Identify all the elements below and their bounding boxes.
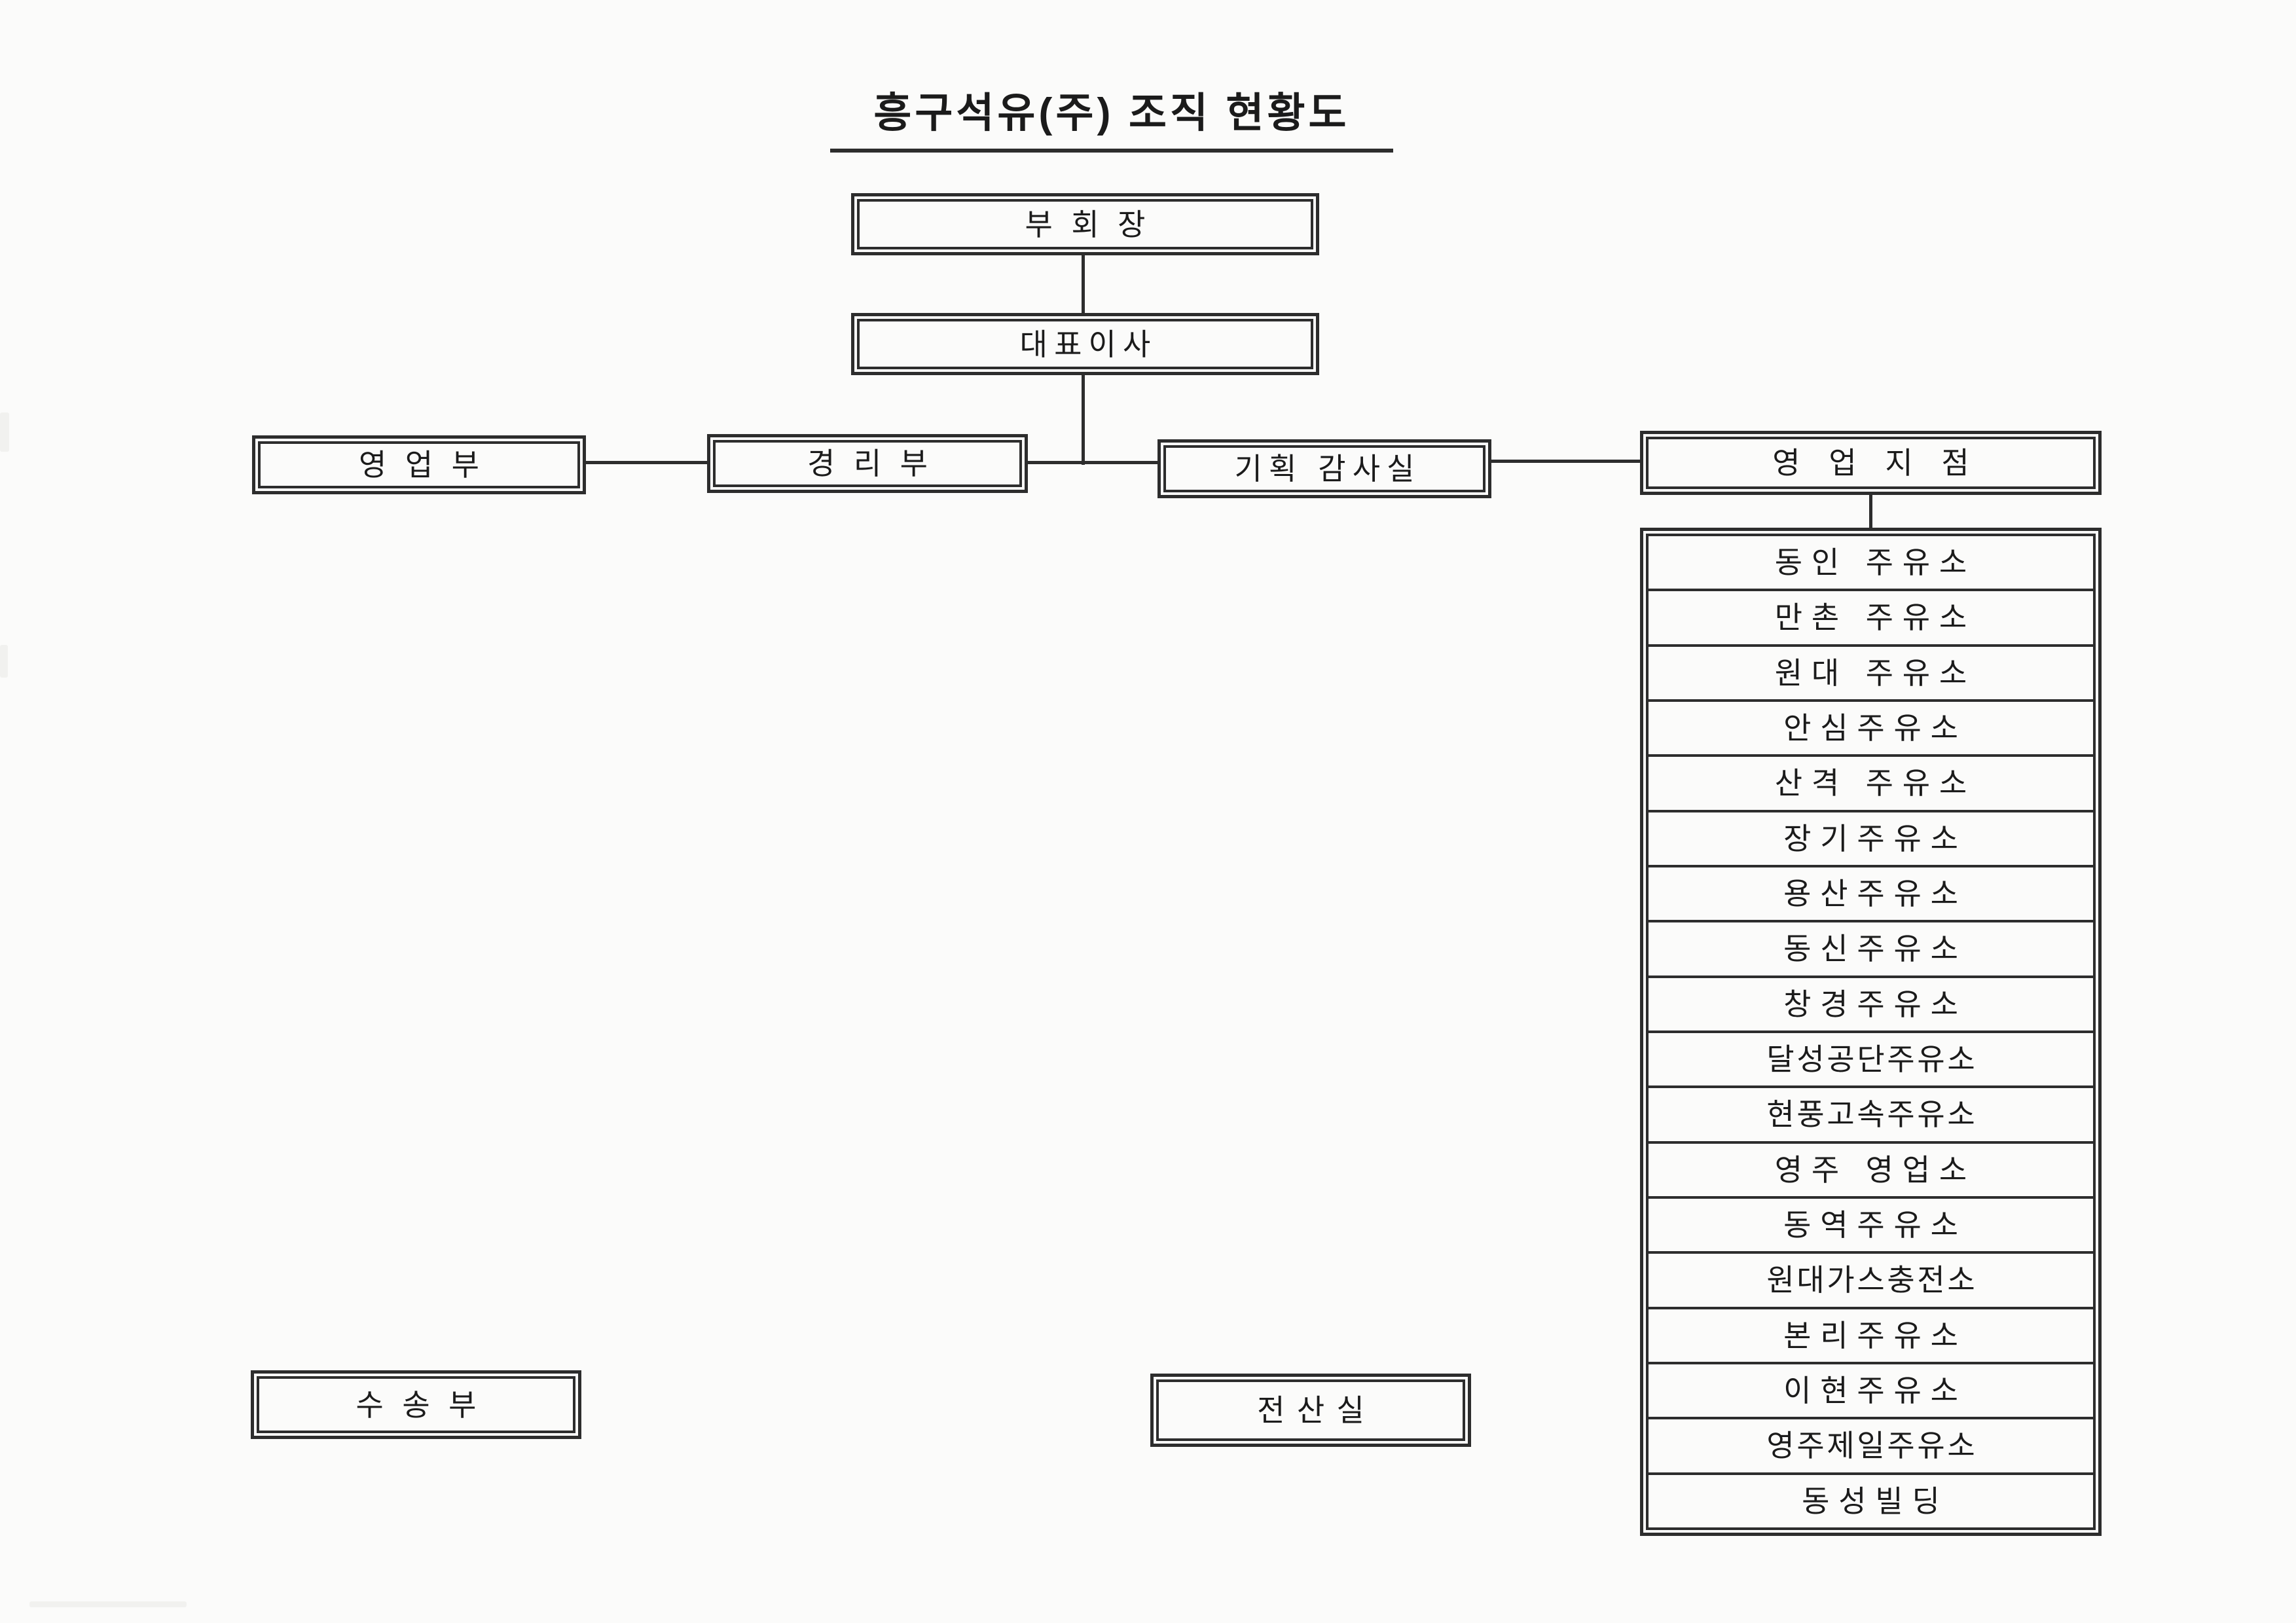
- connector-ceo-dept-row: [1082, 375, 1085, 465]
- branch-list-item: 동인 주유소: [1774, 545, 1976, 580]
- branch-list-item: 동역주유소: [1649, 1195, 2093, 1251]
- node-dept-branch-offices: 영업지점: [1640, 431, 2102, 495]
- connector-accounting-audit: [1027, 461, 1159, 464]
- branch-list-item: 산격 주유소: [1649, 754, 2093, 809]
- branch-list-item: 안심주유소: [1649, 699, 2093, 754]
- branch-list-item: 창경주유소: [1649, 975, 2093, 1030]
- node-dept-branch-offices-label: 영업지점: [1772, 446, 1998, 480]
- branch-list-item: 동신주유소: [1649, 920, 2093, 975]
- node-dept-sales: 영업부: [252, 435, 586, 494]
- branch-list-item: 현풍고속주유소: [1649, 1085, 2093, 1140]
- scan-smudge: [0, 645, 8, 678]
- branch-list-item: 장기주유소: [1649, 809, 2093, 865]
- node-dept-transport-label: 수송부: [355, 1387, 496, 1422]
- branch-list-item: 본리주유소: [1649, 1306, 2093, 1362]
- node-dept-accounting-label: 경리부: [807, 447, 947, 481]
- connector-branches-list: [1869, 495, 1872, 529]
- branch-list-item: 영주 영업소: [1649, 1140, 2093, 1196]
- branch-list: 동인 주유소 만촌 주유소 원대 주유소 안심주유소 산격 주유소 장기주유소 …: [1640, 528, 2102, 1536]
- branch-list-item: 영주제일주유소: [1649, 1417, 2093, 1472]
- node-dept-accounting: 경리부: [707, 434, 1028, 493]
- node-dept-computing-label: 전산실: [1257, 1393, 1377, 1427]
- node-vice-chairman: 부회장: [851, 193, 1319, 255]
- scan-smudge: [29, 1601, 187, 1607]
- branch-list-item: 이현주유소: [1649, 1361, 2093, 1417]
- connector-vice-chairman-ceo: [1082, 255, 1085, 313]
- branch-list-item: 원대가스충전소: [1649, 1251, 2093, 1306]
- node-vice-chairman-label: 부회장: [1025, 207, 1165, 242]
- node-ceo: 대표이사: [851, 313, 1319, 375]
- node-ceo-label: 대표이사: [1019, 327, 1157, 361]
- node-dept-planning-audit: 기획 감사실: [1157, 439, 1491, 498]
- node-dept-transport: 수송부: [251, 1370, 581, 1439]
- branch-list-item: 동성빌딩: [1649, 1472, 2093, 1527]
- connector-audit-branches: [1490, 460, 1642, 463]
- branch-list-rows: 동인 주유소 만촌 주유소 원대 주유소 안심주유소 산격 주유소 장기주유소 …: [1646, 534, 2096, 1530]
- branch-list-item: 용산주유소: [1649, 864, 2093, 920]
- branch-list-item: 만촌 주유소: [1649, 589, 2093, 644]
- node-dept-sales-label: 영업부: [358, 448, 498, 482]
- node-dept-computing: 전산실: [1150, 1374, 1471, 1447]
- connector-sales-accounting: [585, 461, 709, 464]
- scan-smudge: [0, 412, 9, 452]
- node-dept-planning-audit-label: 기획 감사실: [1234, 452, 1421, 486]
- branch-list-item: 달성공단주유소: [1649, 1030, 2093, 1085]
- branch-list-item: 원대 주유소: [1649, 644, 2093, 699]
- page-title: 흥구석유(주) 조직 현황도: [830, 80, 1393, 153]
